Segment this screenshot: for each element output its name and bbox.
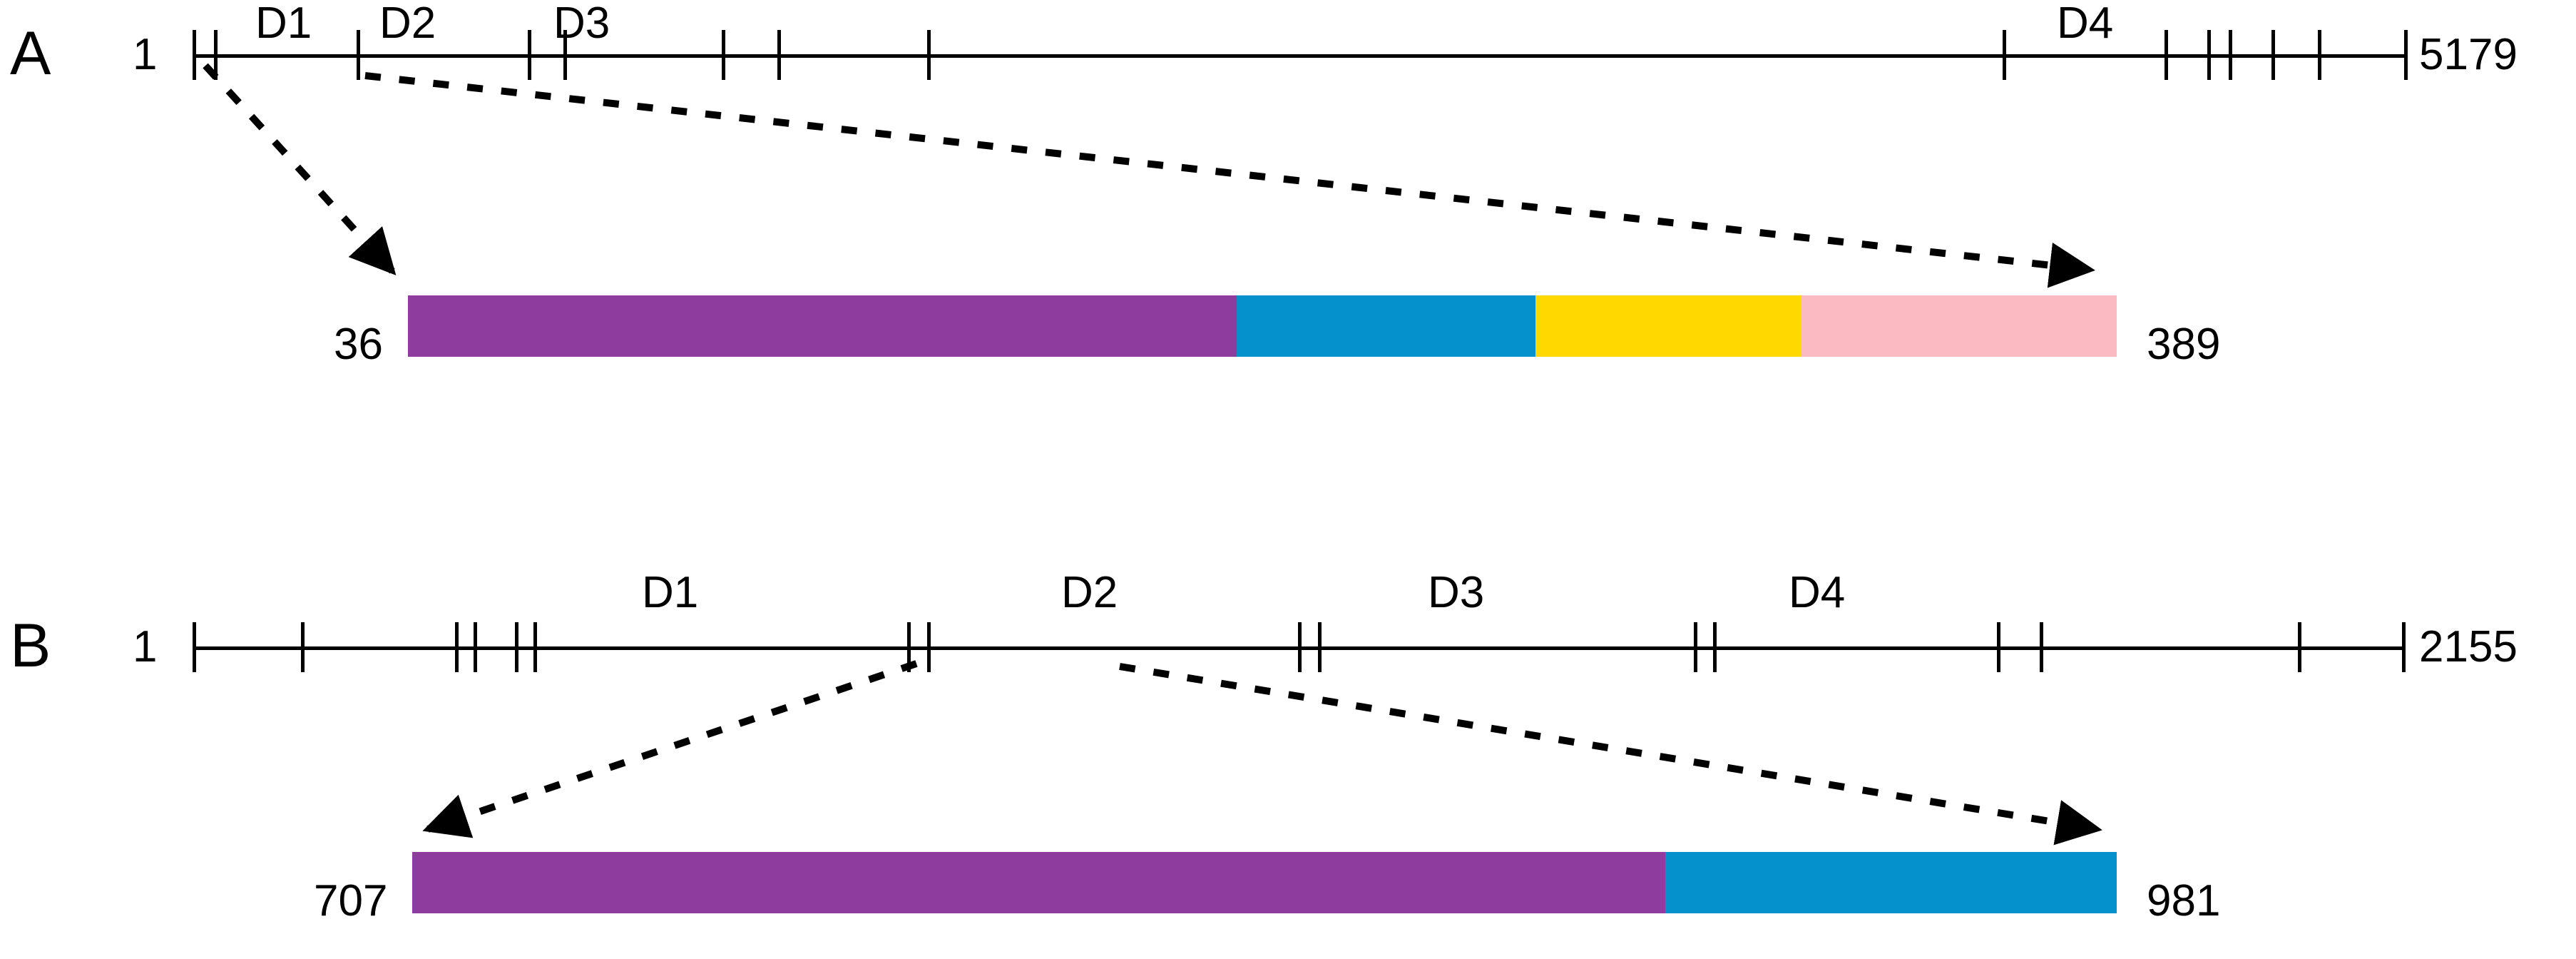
panel-a-tick xyxy=(2003,30,2006,80)
panel-a-connector-left xyxy=(203,63,397,275)
panel-b-bar-end-label: 981 xyxy=(2147,876,2221,925)
panel-a-tick xyxy=(2229,30,2232,80)
panel-a-bar-segment-d1 xyxy=(408,295,1237,357)
panel-b-domain-label-d4: D4 xyxy=(1789,568,1846,617)
panel-b-bar-segment-d1 xyxy=(412,852,1665,913)
panel-b-tick xyxy=(455,622,459,672)
panel-a-axis-start-label: 1 xyxy=(133,30,158,79)
panel-a-bar-end-label: 389 xyxy=(2147,320,2221,369)
panel-b-tick xyxy=(301,622,305,672)
panel-b-axis-start-label: 1 xyxy=(133,622,158,671)
panel-b-tick xyxy=(474,622,477,672)
panel-a-domain-label-d3: D3 xyxy=(553,0,610,48)
panel-a-tick xyxy=(528,30,531,80)
panel-b-protein-bar xyxy=(412,852,2117,913)
panel-a-tick xyxy=(2404,30,2408,80)
panel-a-tick xyxy=(214,30,218,80)
panel-a-bar-segment-d2 xyxy=(1237,295,1536,357)
panel-b-domain-label-d3: D3 xyxy=(1428,568,1485,617)
panel-b-tick xyxy=(515,622,518,672)
panel-b-tick xyxy=(2298,622,2301,672)
panel-b-connector-left xyxy=(422,660,918,838)
panel-b-tick xyxy=(927,622,931,672)
panel-b-tick xyxy=(1997,622,2000,672)
panel-b-tick xyxy=(1298,622,1302,672)
panel-a-axis-line xyxy=(193,54,2408,58)
panel-b-tick xyxy=(1694,622,1697,672)
panel-a-tick xyxy=(927,30,931,80)
panel-a-protein-bar xyxy=(408,295,2117,357)
panel-a-domain-label-d4: D4 xyxy=(2057,0,2114,48)
panel-a-axis-end-label: 5179 xyxy=(2419,30,2518,79)
panel-b-tick xyxy=(193,622,196,672)
panel-b-tick xyxy=(1318,622,1322,672)
panel-b-connector-right xyxy=(1119,663,2102,846)
panel-a-domain-label-d1: D1 xyxy=(255,0,312,48)
panel-b-tick xyxy=(2402,622,2406,672)
panel-b-tick xyxy=(533,622,537,672)
panel-a-tick xyxy=(722,30,725,80)
panel-a-tick xyxy=(563,30,567,80)
panel-a-domain-label-d2: D2 xyxy=(379,0,436,48)
panel-a-tick xyxy=(2207,30,2211,80)
panel-b-tick xyxy=(2040,622,2043,672)
panel-b-domain-label-d1: D1 xyxy=(642,568,699,617)
panel-letter-a: A xyxy=(10,19,51,88)
panel-letter-b: B xyxy=(10,612,51,680)
panel-a-tick xyxy=(357,30,360,80)
panel-a-bar-start-label: 36 xyxy=(334,320,383,369)
panel-b-tick xyxy=(907,622,911,672)
panel-a-bar-segment-d4 xyxy=(1800,295,2117,357)
panel-a-bar-segment-d3 xyxy=(1535,295,1801,357)
panel-b-bar-start-label: 707 xyxy=(314,876,388,925)
panel-b-tick xyxy=(1713,622,1717,672)
panel-b-axis-end-label: 2155 xyxy=(2419,622,2518,671)
panel-a-tick xyxy=(193,30,196,80)
panel-a-connector-right xyxy=(364,72,2095,288)
panel-b-domain-label-d2: D2 xyxy=(1061,568,1118,617)
panel-a-tick xyxy=(2164,30,2168,80)
panel-a-tick xyxy=(777,30,781,80)
panel-b-bar-segment-d2 xyxy=(1665,852,2117,913)
panel-a-tick xyxy=(2318,30,2321,80)
panel-a-tick xyxy=(2271,30,2275,80)
